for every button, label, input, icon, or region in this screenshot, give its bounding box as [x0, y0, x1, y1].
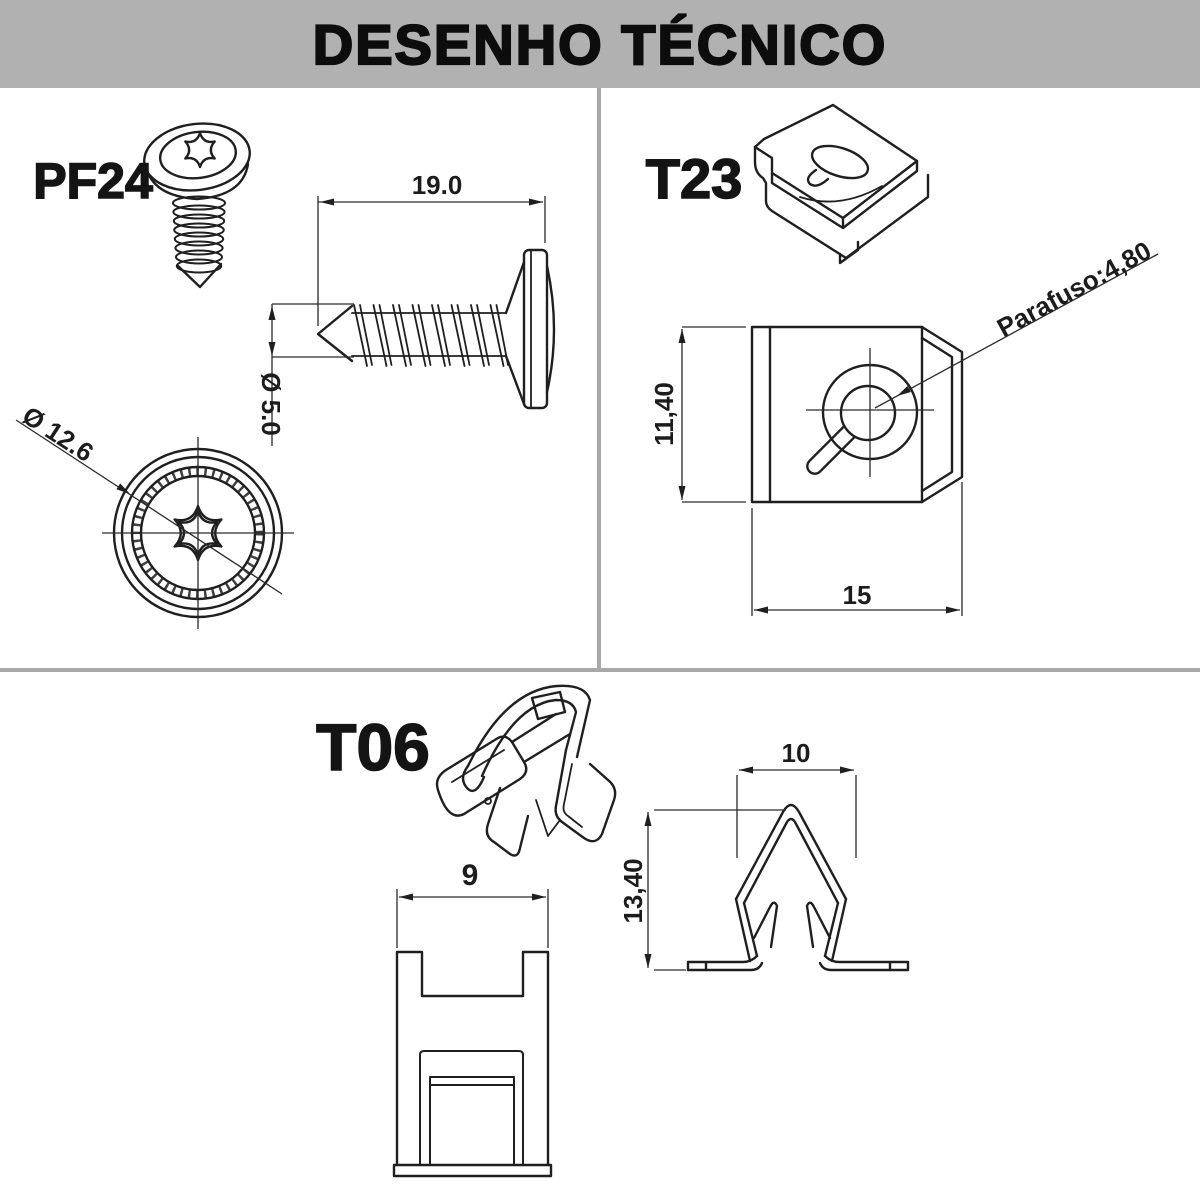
washer-flange: [522, 248, 549, 410]
pf24-dimension-arrows: [268, 198, 543, 356]
torx-recess-3d: [184, 131, 216, 169]
right-retention-hook: [805, 901, 832, 949]
right-foot: [818, 954, 910, 972]
lower-prong: [485, 786, 530, 857]
part-label-t06: T06: [315, 710, 430, 784]
t23-dimension-lines: [681, 326, 963, 616]
pf24-bottom-view: [15, 419, 294, 629]
keyhole-opening-3d: [810, 144, 870, 180]
title-banner: DESENHO TÉCNICO: [0, 0, 1200, 88]
leader-arrowhead: [116, 483, 130, 494]
t06-front-dimension-lines: [396, 889, 549, 948]
right-flap-cutout: [562, 763, 583, 828]
strap-inner-edge: [480, 698, 578, 778]
pf24-3d-view: [143, 122, 251, 289]
dim-pf24-shank-diameter: Ø 5.0: [256, 372, 286, 436]
head-taper: [504, 260, 526, 406]
screw-leader-line: [874, 253, 1159, 409]
t06-side-dimension-arrows: [644, 766, 854, 968]
left-retention-hook: [752, 901, 779, 949]
left-foot: [686, 954, 764, 972]
screw-flange-inner: [158, 130, 238, 180]
screw-tip-3d: [176, 262, 223, 289]
strap-outer-edge: [466, 684, 592, 768]
horizontal-divider: [0, 668, 1200, 672]
dim-t06-side-height: 13,40: [618, 858, 648, 924]
leader-arrowhead: [897, 386, 911, 396]
head-dome: [545, 264, 556, 394]
clip-chamfered-tab: [920, 325, 964, 504]
spring-legs: [734, 897, 848, 963]
centerlines: [806, 348, 934, 477]
dim-t06-front-width: 9: [461, 859, 479, 892]
base-plate: [435, 735, 528, 817]
keyhole-slot: [806, 425, 856, 475]
clip-lower-plate: [764, 173, 930, 260]
centerlines: [102, 437, 294, 629]
diameter-leader-line: [15, 419, 283, 595]
part-label-t23: T23: [645, 147, 743, 210]
t06-side-view: [686, 803, 910, 972]
inner-frame: [419, 1050, 524, 1166]
keyhole-inner-circle: [839, 384, 897, 442]
base-plate-edge-line: [451, 749, 505, 783]
t23-3d-view: [753, 103, 930, 265]
base-strip: [392, 1163, 553, 1178]
right-flap: [554, 748, 617, 843]
spring-inner-profile: [742, 817, 840, 905]
plate-dimple: [484, 797, 492, 805]
clip-front-fold: [753, 145, 768, 185]
thread-profile: [353, 304, 509, 367]
t23-front-view: [750, 253, 1159, 504]
screw-flange-outer: [143, 122, 251, 192]
pf24-side-view: [316, 248, 556, 410]
keyhole-slot-3d: [806, 168, 830, 187]
spring-outer-profile: [734, 803, 848, 901]
dim-t06-side-width: 10: [781, 738, 811, 768]
t06-front-view: [392, 950, 553, 1178]
clip-plate-thickness: [770, 159, 919, 230]
screw-flange-rim: [144, 162, 250, 201]
dim-t23-height: 11,40: [649, 382, 679, 446]
inner-tongue: [429, 1076, 515, 1166]
screw-tip-cone: [316, 304, 354, 363]
part-label-pf24: PF24: [32, 153, 153, 209]
body-fold-lines: [510, 712, 572, 764]
t06-3d-view: [435, 684, 617, 857]
strap-window: [530, 690, 567, 721]
clip-body-outline: [750, 325, 924, 504]
clip-top-plate: [753, 103, 919, 220]
clip-front-outline: [395, 950, 550, 1167]
pf24-dimension-lines: [271, 196, 546, 446]
t23-dimension-arrows: [678, 329, 960, 614]
dim-t23-width: 15: [842, 580, 872, 610]
prong-fold-lines: [535, 799, 561, 837]
t06-front-dimension-arrows: [399, 893, 546, 901]
t06-side-dimension-lines: [647, 769, 857, 971]
vertical-divider: [597, 88, 601, 668]
page-title: DESENHO TÉCNICO: [312, 11, 888, 76]
strap-left-loop: [461, 764, 486, 793]
spring-tongue-curve: [799, 185, 883, 203]
dim-pf24-length: 19.0: [411, 170, 463, 200]
clip-bottom-tab: [838, 240, 860, 265]
screw-threads-3d: [172, 195, 226, 274]
